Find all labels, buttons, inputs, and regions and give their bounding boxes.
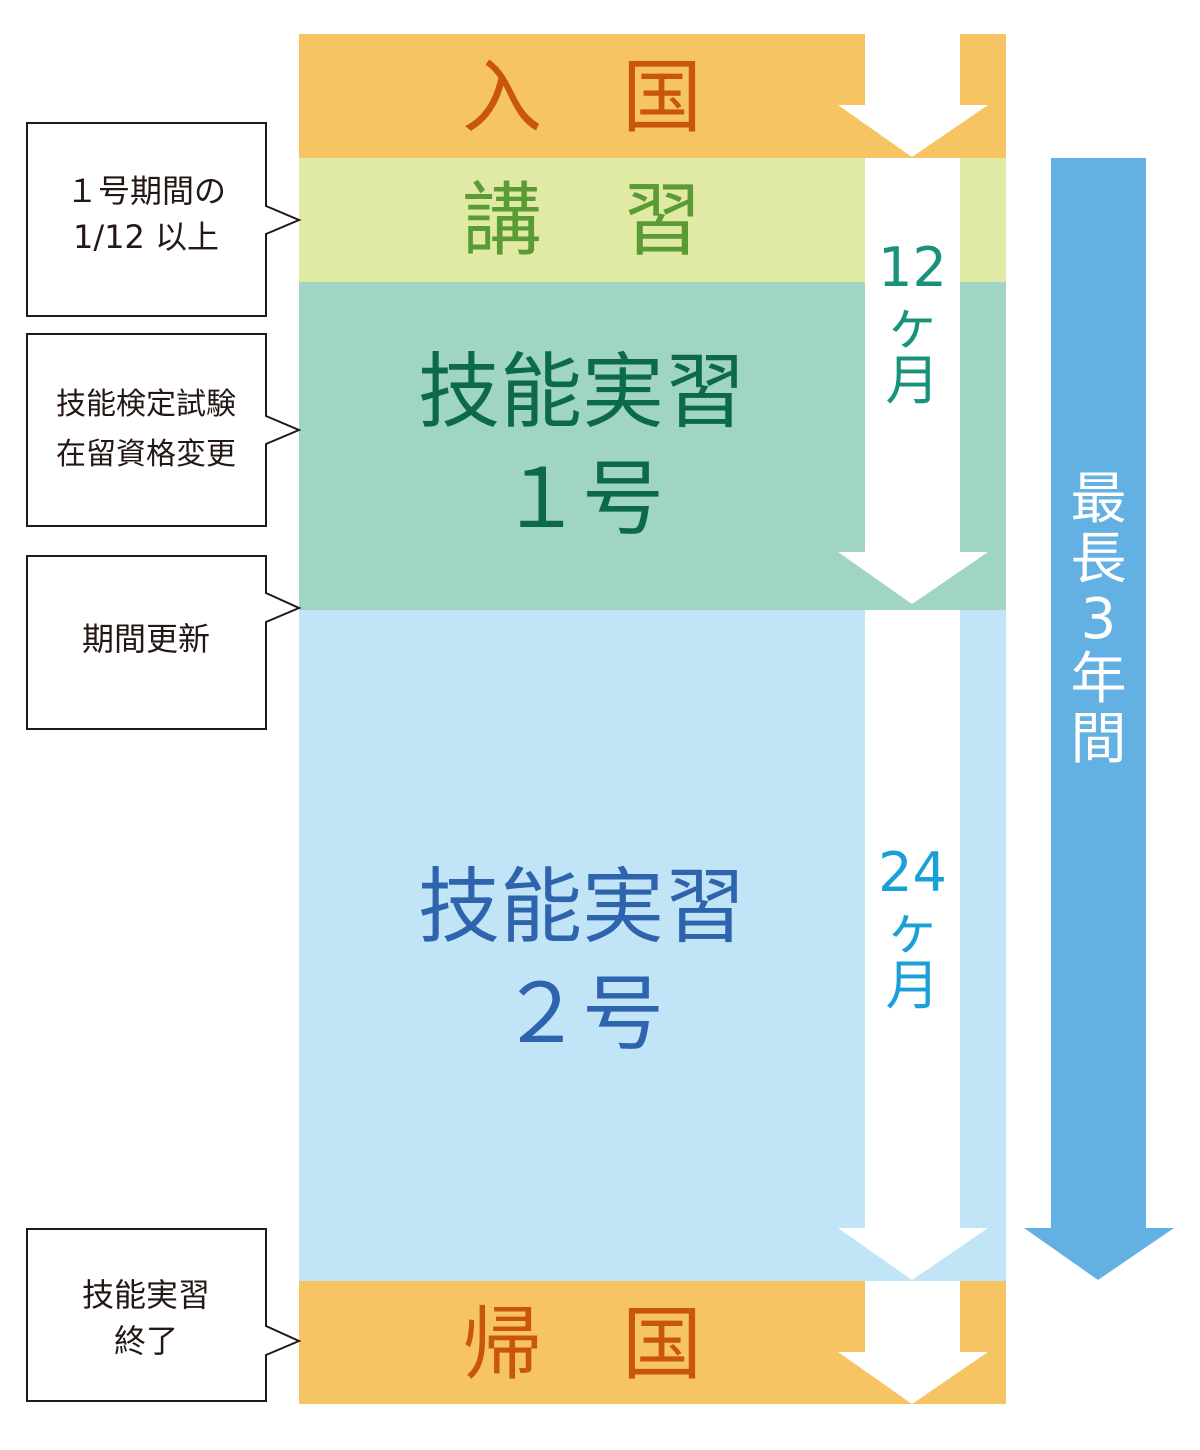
stage-intern2-label: 技能実習 ２号 <box>417 860 746 1062</box>
arrow-phase2-icon <box>838 610 988 1280</box>
callout-exam-box <box>26 333 302 527</box>
callout-renewal-text: 期間更新 <box>81 620 210 658</box>
arrow-phase1-icon <box>838 158 988 604</box>
callout-end-box <box>26 1228 302 1402</box>
duration-phase1-label: 12 ヶ 月 <box>878 236 947 413</box>
duration-phase2-label: 24 ヶ 月 <box>878 841 947 1018</box>
stage-entry-label: 入 国 <box>462 51 702 144</box>
arrow-entry-icon <box>838 34 988 157</box>
total-duration-label: 最 長 3 年 間 <box>1070 467 1127 772</box>
stage-intern1-label: 技能実習 １号 <box>417 345 746 547</box>
callout-end-text: 技能実習 終了 <box>81 1276 210 1361</box>
arrow-return-icon <box>838 1281 988 1404</box>
callout-renewal-box <box>26 555 302 730</box>
callout-lecture-text: １号期間の 1/12 以上 <box>65 172 226 257</box>
stage-lecture-label: 講 習 <box>462 174 702 267</box>
callout-exam-text: 技能検定試験 在留資格変更 <box>56 387 236 472</box>
total-duration-arrow-icon <box>1024 158 1174 1280</box>
callout-lecture-box <box>26 122 302 317</box>
stage-return-label: 帰 国 <box>462 1298 702 1391</box>
